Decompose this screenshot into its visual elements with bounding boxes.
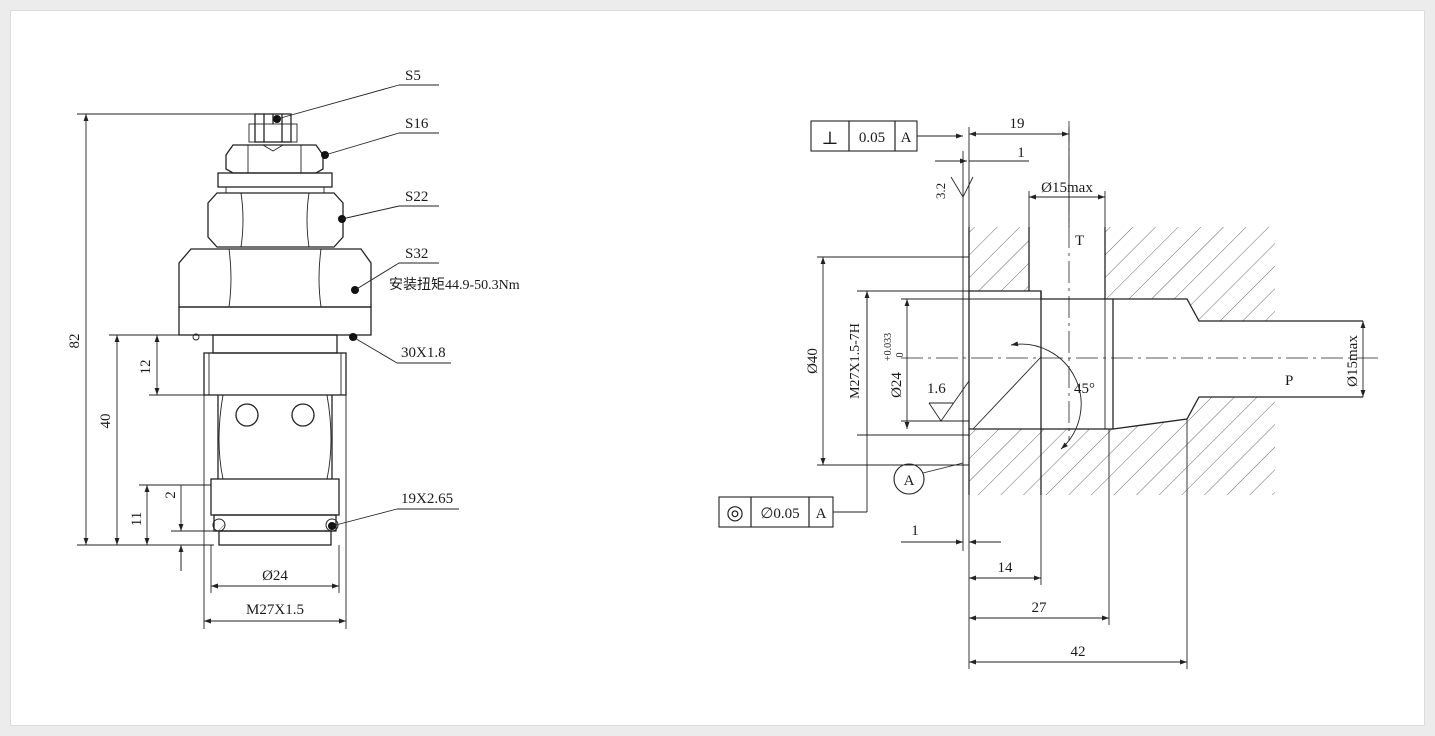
drawing-sheet: S5 S16 S22 S32 安装扭矩44.9-50.3Nm 30X1.8 19…: [10, 10, 1425, 726]
nut-s16: [217, 144, 333, 194]
nut-s22: [207, 192, 344, 248]
port-p-label: P: [1285, 373, 1293, 389]
concentricity-value: ∅0.05: [760, 506, 799, 522]
right-top-dimensions: [962, 127, 1106, 227]
dim-depth-19: 19: [1010, 116, 1025, 132]
dim-lower-height: 40: [98, 414, 114, 429]
dim-tol-upper: +0.033: [883, 333, 894, 361]
right-bottom-dimensions: [901, 419, 1188, 669]
callout-s22: S22: [405, 189, 428, 205]
dim-thread-spec: M27X1.5-7H: [848, 323, 863, 399]
concentricity-frame: [718, 291, 868, 528]
callout-seal-upper: 30X1.8: [401, 345, 446, 361]
surface-finish-bore: [901, 380, 970, 422]
dim-step-1-top: 1: [1017, 145, 1025, 161]
callout-s5: S5: [405, 68, 421, 84]
technical-drawing: S5 S16 S22 S32 安装扭矩44.9-50.3Nm 30X1.8 19…: [67, 68, 1381, 669]
datum-a-label: A: [904, 473, 915, 489]
perpendicularity-frame: [810, 120, 963, 152]
dim-bore-dia: Ø40: [805, 348, 821, 374]
cartridge-valve-view: S5 S16 S22 S32 安装扭矩44.9-50.3Nm 30X1.8 19…: [67, 68, 520, 629]
thread-section: [203, 334, 347, 396]
dim-depth-42: 42: [1071, 644, 1086, 660]
dim-thread: M27X1.5: [246, 602, 304, 618]
dim-overall-height: 82: [67, 334, 83, 349]
adjust-screw: [248, 113, 298, 143]
perpendicularity-symbol: ⊥: [822, 128, 839, 148]
callout-s32: S32: [405, 246, 428, 262]
angle-label: 45°: [1074, 381, 1095, 397]
dim-bore-24: Ø24: [889, 372, 905, 398]
port-t-label: T: [1075, 233, 1084, 249]
dim-step-1-bottom: 1: [911, 523, 919, 539]
dim-thread-length: 12: [138, 360, 154, 375]
dim-port-p-dia: Ø15max: [1345, 335, 1361, 387]
concentricity-datum: A: [816, 506, 827, 522]
perpendicularity-datum: A: [901, 130, 912, 146]
chamfer-angle-arc: [1010, 341, 1082, 450]
left-dimensions: [77, 113, 347, 629]
dim-port-t-dia: Ø15max: [1041, 180, 1093, 196]
hatched-material: [969, 227, 1275, 495]
concentricity-symbol: ◎: [726, 502, 743, 524]
surface-finish-bore-value: 1.6: [927, 381, 946, 397]
callout-seal-lower: 19X2.65: [401, 491, 453, 507]
callout-leaders: [273, 84, 459, 530]
right-left-dimensions: [817, 256, 1366, 466]
surface-finish-top-value: 3.2: [933, 183, 948, 199]
valve-spool-body: [210, 394, 340, 546]
perpendicularity-value: 0.05: [859, 130, 885, 146]
body-hex-s32: [178, 248, 372, 341]
dim-depth-14: 14: [998, 560, 1014, 576]
dim-tol-lower: 0: [895, 353, 906, 358]
dim-groove-offset: 2: [163, 491, 179, 499]
dim-bottom-length: 11: [129, 512, 145, 526]
torque-note: 安装扭矩44.9-50.3Nm: [389, 277, 520, 293]
cavity-outline: [962, 227, 1363, 495]
cavity-section-view: T P 45° ⊥ 0.05 A ◎ ∅0.05 A A: [718, 116, 1381, 669]
o-ring-lower: [212, 518, 339, 532]
callout-s16: S16: [405, 116, 429, 132]
dim-depth-27: 27: [1032, 600, 1048, 616]
dim-diameter: Ø24: [262, 568, 288, 584]
